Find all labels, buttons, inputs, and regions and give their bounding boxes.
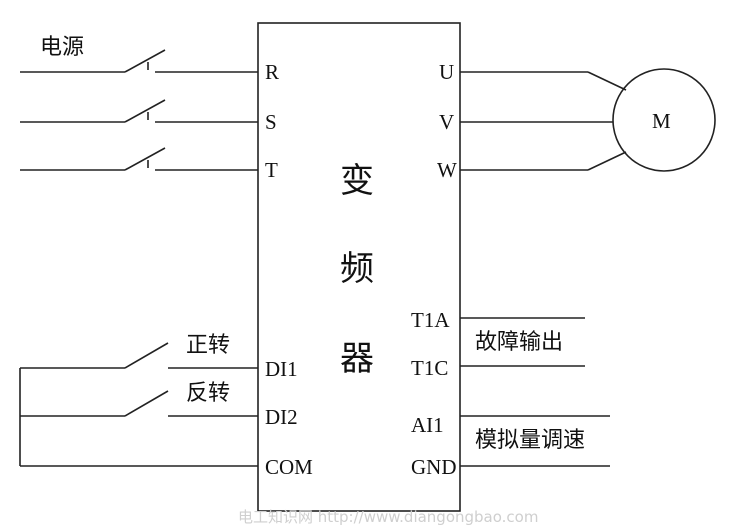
analog-input-lines bbox=[460, 415, 610, 467]
inverter-title-2: 频 bbox=[340, 249, 374, 289]
motor-output-lines bbox=[460, 71, 627, 171]
switch-label-reverse: 反转 bbox=[186, 381, 230, 406]
terminal-ai1: AI1 bbox=[411, 413, 444, 437]
terminal-t1a: T1A bbox=[411, 308, 450, 332]
terminal-di1: DI1 bbox=[265, 357, 298, 381]
terminal-gnd: GND bbox=[411, 455, 457, 479]
fault-output-lines bbox=[460, 317, 585, 367]
terminal-t1c: T1C bbox=[411, 356, 448, 380]
terminal-r: R bbox=[265, 60, 279, 84]
watermark: 电工知识网 http://www.diangongbao.com bbox=[238, 508, 538, 526]
inverter-title-3: 器 bbox=[340, 339, 374, 379]
inverter-title-1: 变 bbox=[340, 161, 374, 201]
motor-label: M bbox=[652, 109, 671, 133]
terminal-t: T bbox=[265, 158, 278, 182]
terminal-com: COM bbox=[265, 455, 313, 479]
inverter-box bbox=[257, 22, 461, 512]
digital-input-lines bbox=[19, 342, 258, 467]
motor-circle bbox=[612, 68, 716, 172]
fault-output-label: 故障输出 bbox=[475, 330, 563, 355]
terminal-u: U bbox=[439, 60, 454, 84]
terminal-v: V bbox=[439, 110, 454, 134]
terminal-w: W bbox=[437, 158, 457, 182]
power-input-lines bbox=[20, 49, 258, 171]
terminal-s: S bbox=[265, 110, 277, 134]
terminal-di2: DI2 bbox=[265, 405, 298, 429]
analog-speed-label: 模拟量调速 bbox=[475, 428, 585, 453]
switch-label-forward: 正转 bbox=[186, 333, 230, 358]
power-label: 电源 bbox=[40, 35, 84, 60]
